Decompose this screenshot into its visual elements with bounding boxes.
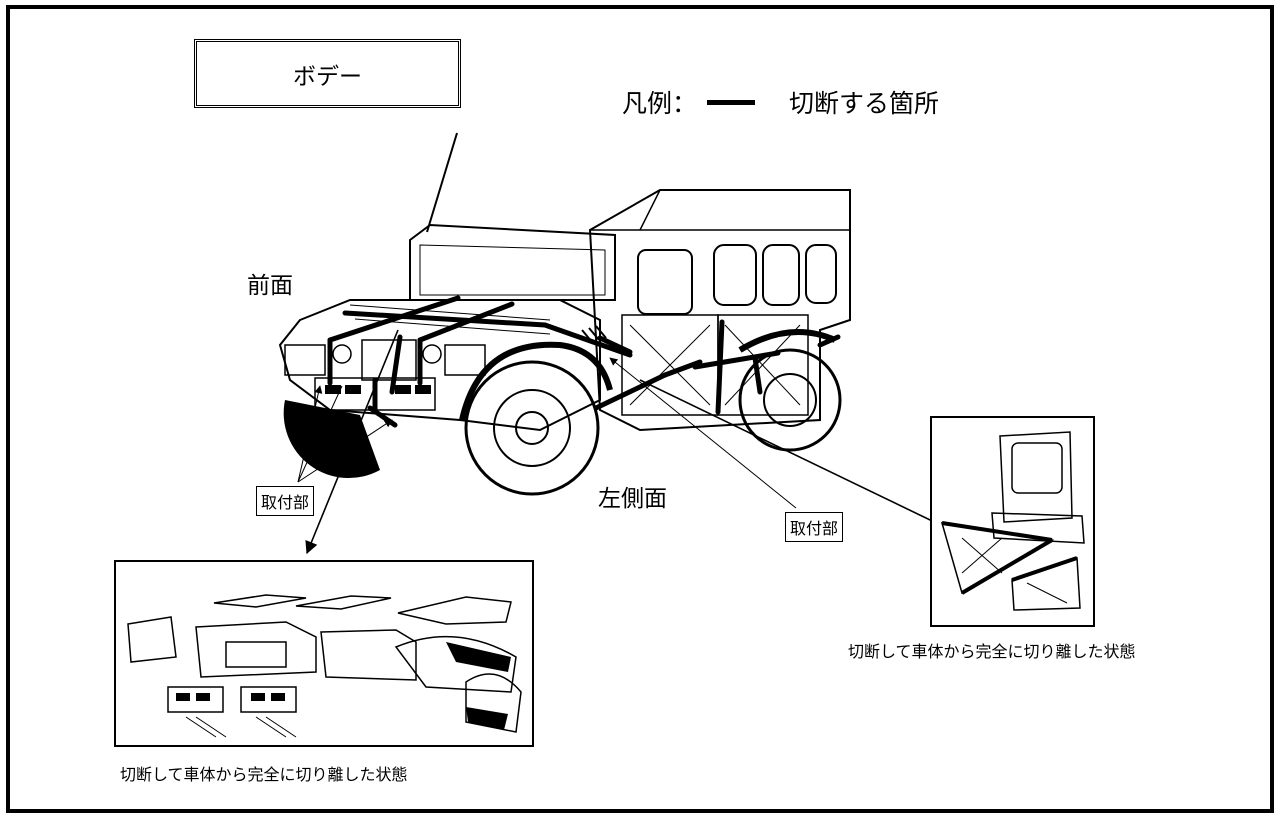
cut-lines xyxy=(327,295,841,428)
inset-front-parts xyxy=(114,560,534,747)
legend-text: 切断する箇所 xyxy=(789,89,940,118)
legend-prefix: 凡例： xyxy=(622,89,698,118)
diagram-frame xyxy=(6,5,1274,813)
caption-front-parts: 切断して車体から完全に切り離した状態 xyxy=(120,765,408,784)
front-parts-illustration xyxy=(127,594,522,738)
tag-mount-side: 取付部 xyxy=(785,512,844,542)
legend: 凡例： 切断する箇所 xyxy=(622,84,939,120)
title-text: ボデー xyxy=(293,63,362,90)
tag-mount-front: 取付部 xyxy=(256,486,315,516)
inset-door-parts xyxy=(930,416,1095,627)
label-left-side: 左側面 xyxy=(598,486,667,512)
caption-door-parts: 切断して車体から完全に切り離した状態 xyxy=(848,642,1136,661)
door-parts-illustration xyxy=(940,431,1085,611)
legend-cut-line xyxy=(707,99,756,105)
title-box: ボデー xyxy=(194,39,461,108)
label-front: 前面 xyxy=(247,273,293,299)
